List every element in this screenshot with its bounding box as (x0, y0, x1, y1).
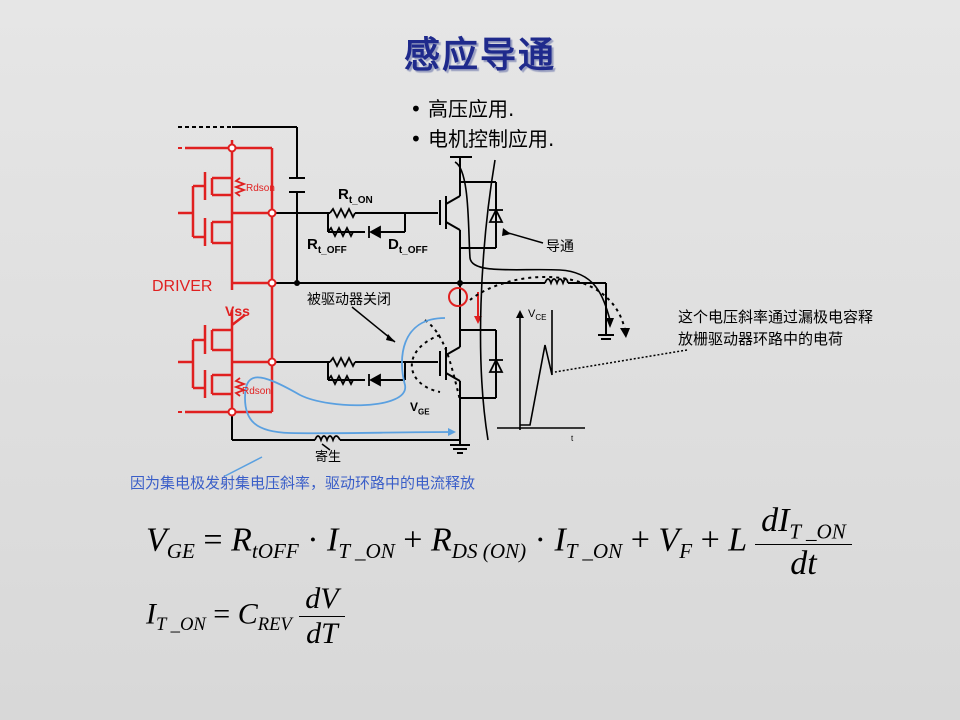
conduction-path (454, 159, 611, 441)
blue-arrow-head (448, 428, 456, 436)
vce-axis-arrow (516, 310, 524, 318)
vce-plot (497, 310, 585, 430)
bullet-item: •高压应用. (410, 94, 554, 124)
driver-nodes (227, 143, 277, 417)
driver-dotted-rails (178, 147, 228, 413)
formula-it-on: IT _ON = CREV dV dT (146, 582, 345, 651)
time-axis-label: t (571, 434, 574, 443)
formula-vge: VGE = RtOFF · IT _ON + RDS (ON) · IT _ON… (146, 502, 852, 583)
wiring (178, 126, 614, 454)
vce-label: VCE (528, 308, 547, 323)
bullet-item: •电机控制应用. (410, 124, 554, 154)
dotted-arrow-head (620, 328, 630, 338)
diodes (368, 207, 504, 387)
fraction: dIT _ON dt (755, 502, 852, 583)
arrow-head (502, 228, 511, 236)
conduct-label: 导通 (546, 239, 574, 255)
junction-node (457, 280, 463, 286)
driver-circuit (178, 140, 274, 414)
rt-on-label: Rt_ON (338, 186, 373, 206)
bullet-text: 高压应用. (428, 97, 515, 121)
blue-callout-line (224, 456, 263, 477)
note-line-2: 放栅驱动器环路中的电荷 (678, 330, 844, 348)
bullet-list: •高压应用. •电机控制应用. (410, 94, 554, 154)
note-line-1: 这个电压斜率通过漏极电容释 (678, 308, 874, 326)
discharge-path (410, 276, 626, 401)
junction-node (294, 280, 300, 286)
blue-note: 因为集电极发射集电压斜率，驱动环路中的电流释放 (130, 474, 476, 492)
callout-arrows (321, 231, 688, 451)
vge-label: VGE (410, 400, 430, 417)
vss-label: Vss (225, 303, 250, 319)
fraction: dV dT (299, 582, 345, 651)
bullet-text: 电机控制应用. (428, 127, 555, 151)
bullet-dot-icon: • (410, 127, 422, 151)
blue-current-path (244, 317, 453, 435)
slide-title: 感应导通 (403, 35, 556, 76)
bullet-dot-icon: • (410, 97, 422, 121)
path-arrow-head (606, 318, 614, 328)
current-loop-marker (448, 287, 468, 307)
resistors (327, 206, 356, 387)
turned-off-label: 被驱动器关闭 (307, 292, 391, 308)
arrow-head (386, 334, 395, 342)
rdson-resistors (233, 177, 247, 397)
rdson-bottom-label: Rdson (242, 386, 271, 397)
driver-label: DRIVER (152, 278, 213, 295)
rt-off-label: Rt_OFF (307, 236, 347, 256)
parasitic-label: 寄生 (315, 450, 342, 465)
dt-off-label: Dt_OFF (388, 236, 428, 256)
inductors (314, 278, 569, 443)
rdson-top-label: Rdson (246, 183, 275, 194)
